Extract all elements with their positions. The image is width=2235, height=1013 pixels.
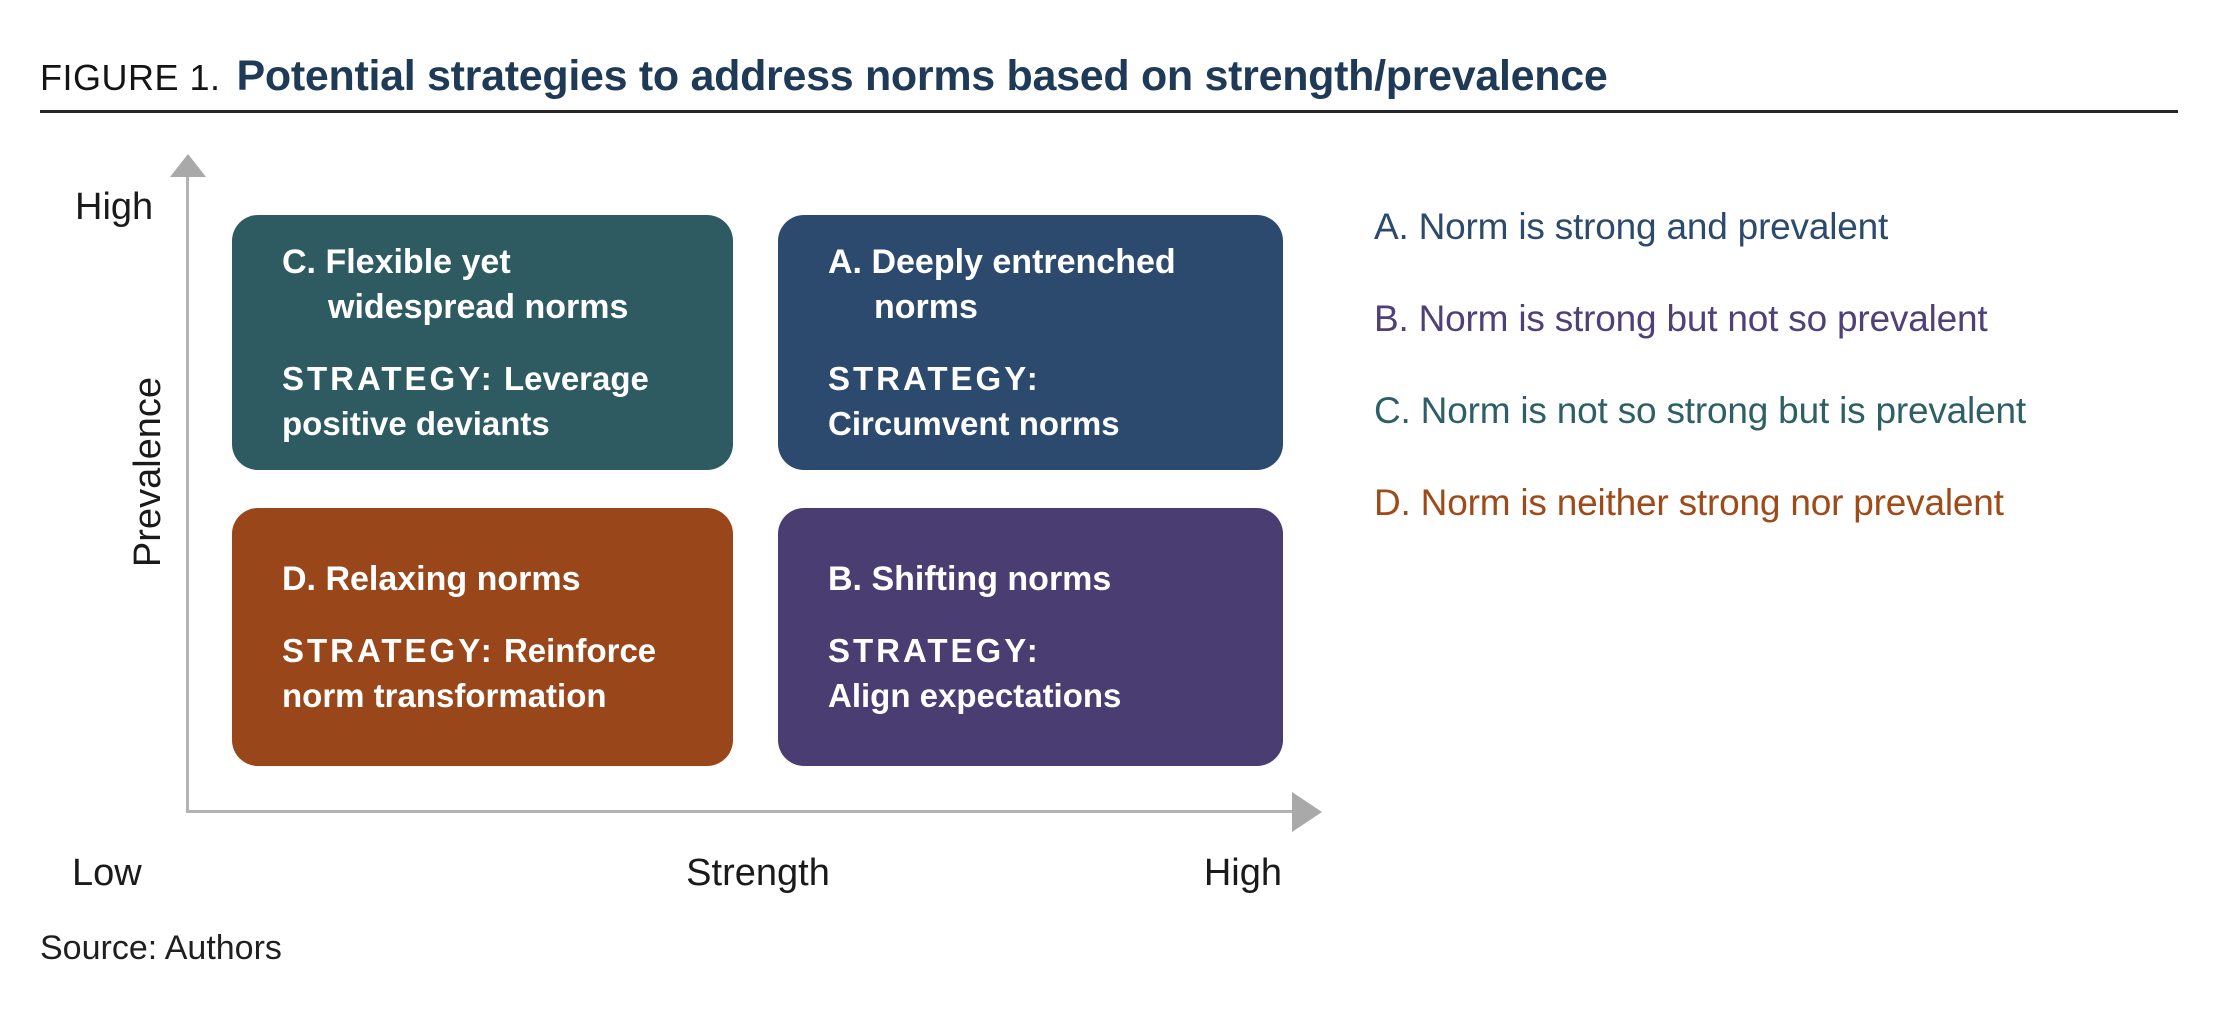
quadrant-strategy: STRATEGY: Align expectations [828, 631, 1122, 714]
title-rule [40, 110, 2178, 113]
x-axis-title: Strength [686, 852, 830, 894]
x-axis-line [186, 810, 1294, 813]
quadrant-strategy: STRATEGY: Leverage positive deviants [282, 359, 649, 442]
figure-title: Potential strategies to address norms ba… [236, 52, 1608, 100]
quadrant-heading: B. Shifting norms [828, 559, 1112, 598]
quadrant-heading: D. Relaxing norms [282, 559, 581, 598]
y-axis-title: Prevalence [126, 376, 169, 568]
quadrant-strategy: STRATEGY: Reinforce norm transformation [282, 631, 657, 714]
legend-item-a: A. Norm is strong and prevalent [1374, 206, 1889, 247]
figure-label: FIGURE 1. [40, 57, 221, 98]
x-axis-high-label: High [1203, 852, 1282, 894]
quadrant-heading: C. Flexible yet widespread norms [282, 242, 629, 326]
quadrant-bottom-right: B. Shifting norms STRATEGY: Align expect… [778, 508, 1283, 766]
quadrant-top-left: C. Flexible yet widespread norms STRATEG… [232, 215, 733, 470]
quadrant-heading: A. Deeply entrenched norms [828, 242, 1176, 326]
arrow-right-icon [1292, 792, 1322, 832]
y-axis-high-label: High [75, 186, 154, 228]
legend-item-c: C. Norm is not so strong but is prevalen… [1374, 390, 2026, 431]
arrow-up-icon [170, 154, 206, 177]
legend-item-d: D. Norm is neither strong nor prevalent [1374, 482, 2004, 523]
legend-item-b: B. Norm is strong but not so prevalent [1374, 298, 1988, 339]
quadrant-bottom-left: D. Relaxing norms STRATEGY: Reinforce no… [232, 508, 733, 766]
quadrant-top-right: A. Deeply entrenched norms STRATEGY: Cir… [778, 215, 1283, 470]
quadrant-strategy: STRATEGY: Circumvent norms [828, 359, 1120, 442]
figure-header: FIGURE 1. Potential strategies to addres… [40, 52, 1608, 101]
source-note: Source: Authors [40, 929, 282, 967]
y-axis-line [186, 170, 189, 812]
origin-low-label: Low [72, 852, 142, 894]
